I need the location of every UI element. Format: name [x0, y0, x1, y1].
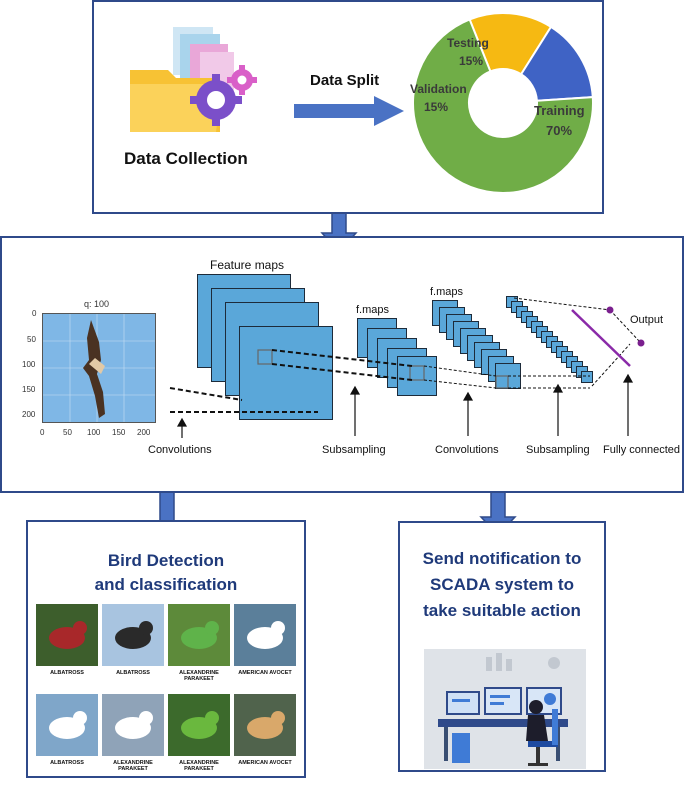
donut-slice-training — [412, 18, 594, 194]
bird-silhouette-icon — [43, 314, 155, 422]
stage-subsampling-1: Subsampling — [322, 444, 386, 456]
y-tick-150: 150 — [22, 385, 36, 394]
x-tick-50: 50 — [63, 428, 72, 437]
bird-photo-3 — [168, 604, 230, 666]
cnn-connection-lines — [169, 297, 645, 438]
scada-text-line2: SCADA system to — [430, 575, 574, 594]
monitor-screens — [446, 687, 562, 715]
donut-label-validation: Validation — [410, 82, 467, 96]
output-layer-line — [571, 309, 631, 367]
feature-maps-label: Feature maps — [210, 258, 285, 272]
data-split-label: Data Split — [310, 72, 380, 89]
stage-subsampling-2: Subsampling — [526, 444, 590, 456]
bird-detection-title-line1: Bird Detection — [107, 551, 225, 570]
scada-text-line3: take suitable action — [423, 601, 581, 620]
scada-notification-panel: Send notification to SCADA system to tak… — [398, 521, 606, 772]
output-label: Output — [630, 314, 664, 326]
bird-detection-panel: Bird Detection and classification ALBATR… — [26, 520, 306, 778]
y-tick-0: 0 — [32, 309, 37, 318]
y-tick-100: 100 — [22, 360, 36, 369]
data-preparation-panel: Data Collection Data Split Testing 15% V… — [92, 0, 604, 214]
input-image-title: q: 100 — [84, 299, 110, 309]
scada-text-line1: Send notification to — [422, 549, 582, 568]
bird-photo-4 — [234, 604, 296, 666]
bird-caption-3: ALEXANDRINE PARAKEET — [179, 670, 219, 682]
bird-photo-7 — [168, 694, 230, 756]
feature-map-4 — [239, 326, 333, 420]
x-tick-200: 200 — [137, 428, 151, 437]
data-collection-icon — [130, 27, 257, 132]
donut-value-validation: 15% — [424, 100, 449, 114]
x-tick-0: 0 — [40, 428, 45, 437]
bird-caption-4: AMERICAN AVOCET — [238, 670, 292, 676]
stage-fully-connected: Fully connected — [603, 444, 681, 456]
bird-detection-title-line2: and classification — [94, 575, 238, 594]
output-node-2 — [637, 339, 645, 347]
bird-caption-7: ALEXANDRINE PARAKEET — [179, 760, 219, 772]
donut-label-testing: Testing — [447, 36, 489, 50]
fmaps-2-label: f.maps — [430, 286, 464, 298]
data-split-arrow — [294, 96, 404, 126]
bird-caption-8: AMERICAN AVOCET — [238, 760, 292, 766]
stage-convolutions-2: Convolutions — [435, 444, 499, 456]
bird-photo-8 — [234, 694, 296, 756]
bird-photo-1 — [36, 604, 98, 666]
fmap1-layer-5 — [397, 356, 437, 396]
y-tick-200: 200 — [22, 410, 36, 419]
donut-value-testing: 15% — [459, 54, 484, 68]
output-node-1 — [606, 306, 614, 314]
fc-layer-16 — [581, 371, 593, 383]
bird-caption-6: ALEXANDRINE PARAKEET — [113, 760, 153, 772]
stage-convolutions-1: Convolutions — [148, 444, 212, 456]
bird-photo-6 — [102, 694, 164, 756]
fmaps-1-label: f.maps — [356, 304, 390, 316]
bird-photo-5 — [36, 694, 98, 756]
donut-label-training: Training — [534, 103, 585, 118]
bird-caption-1: ALBATROSS — [50, 670, 84, 676]
input-bird-image — [42, 313, 156, 423]
x-tick-100: 100 — [87, 428, 101, 437]
data-collection-label: Data Collection — [124, 149, 248, 168]
x-tick-150: 150 — [112, 428, 126, 437]
control-room-illustration — [424, 649, 586, 769]
data-split-donut-chart — [412, 12, 594, 194]
cnn-architecture-panel: q: 100 0 50 100 150 200 0 50 100 150 200… — [0, 236, 684, 493]
donut-value-training: 70% — [546, 123, 573, 138]
bird-photo-2 — [102, 604, 164, 666]
y-tick-50: 50 — [27, 335, 36, 344]
bird-caption-5: ALBATROSS — [50, 760, 84, 766]
bird-caption-2: ALBATROSS — [116, 670, 150, 676]
